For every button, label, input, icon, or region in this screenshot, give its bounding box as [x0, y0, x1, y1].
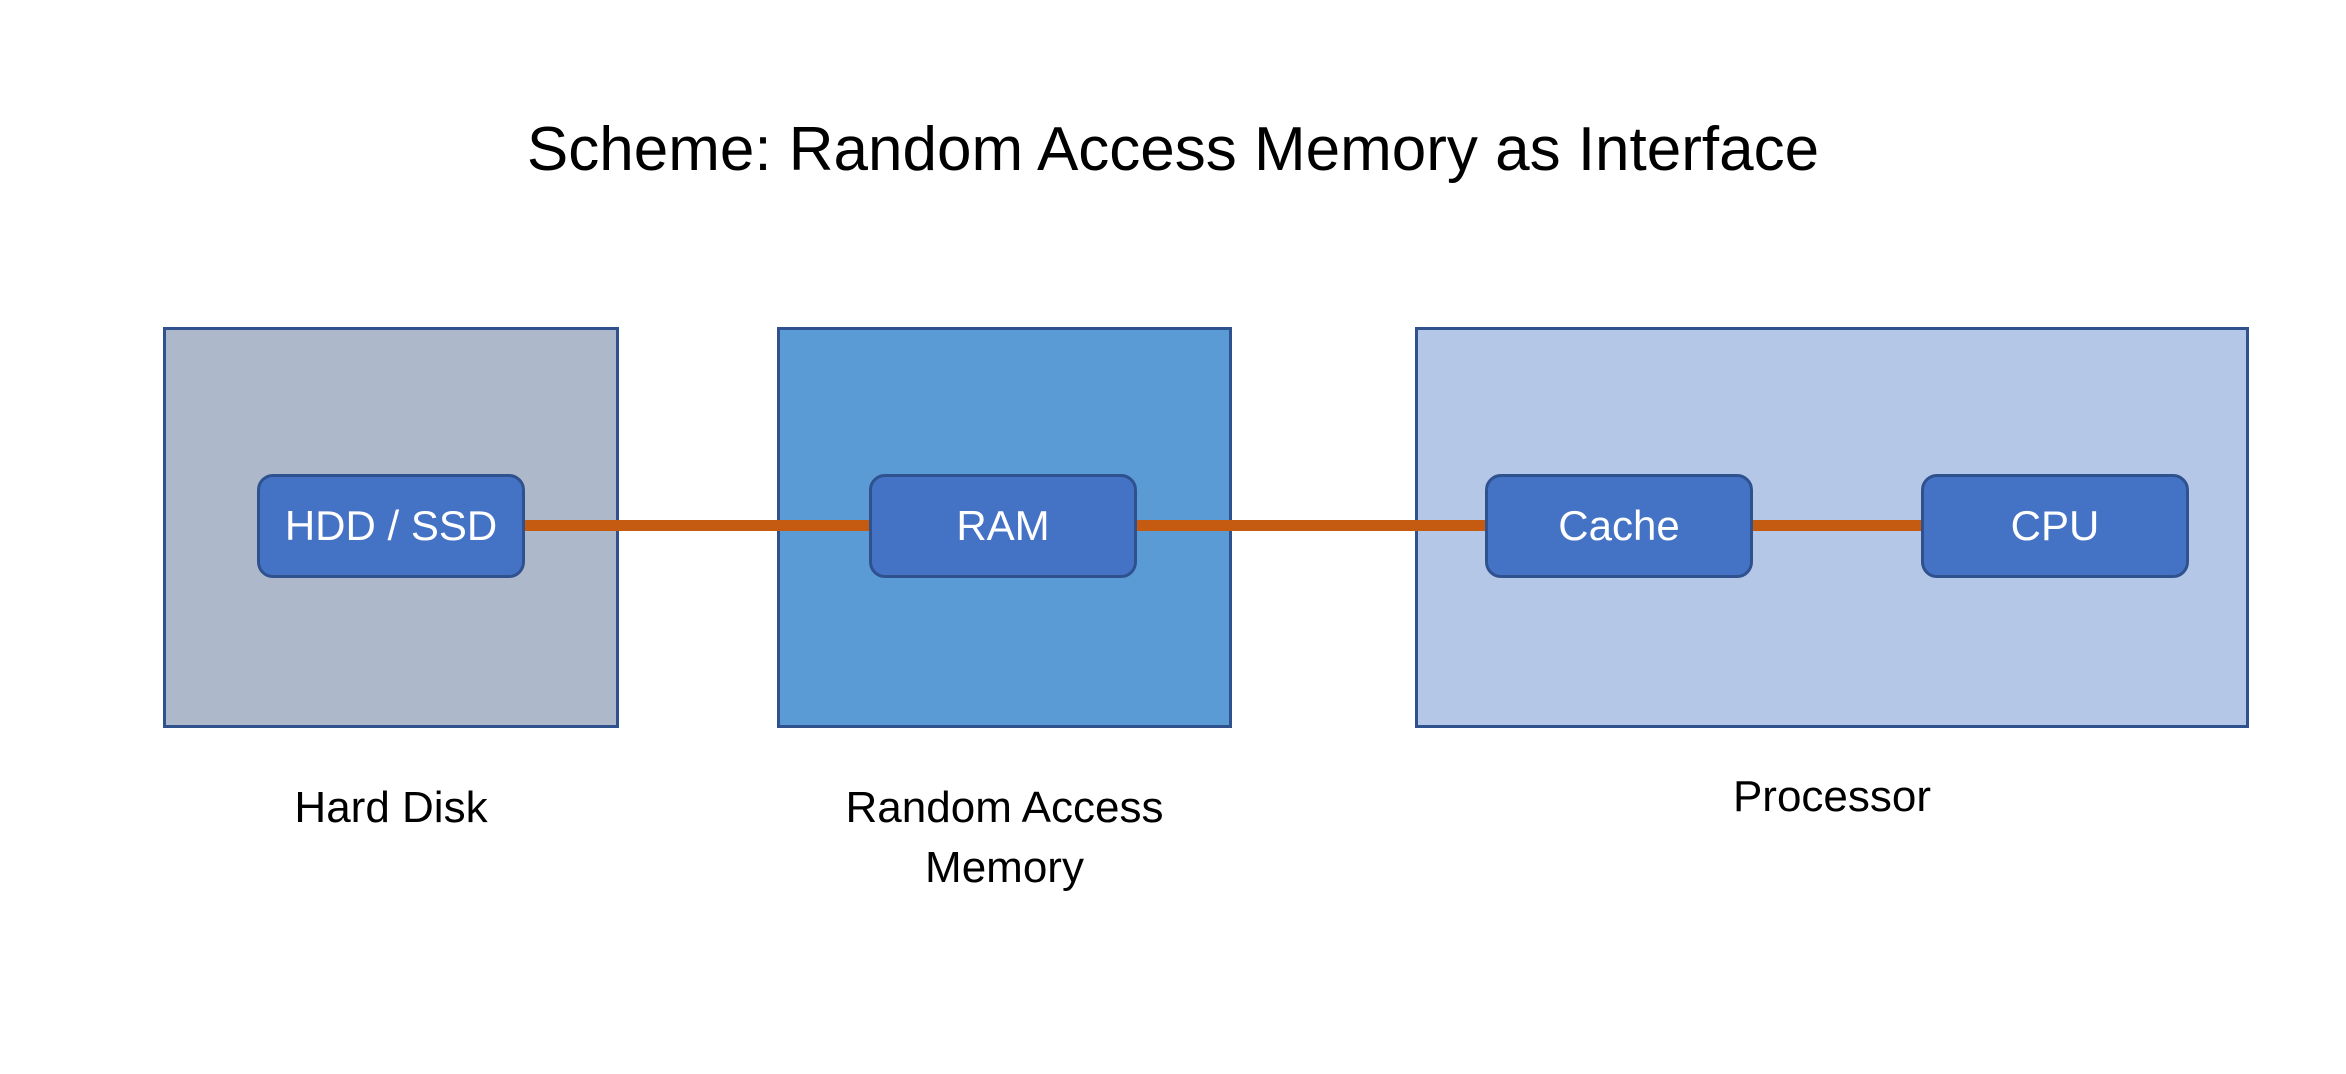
caption-random-access-memory: Random Access Memory [845, 783, 1164, 892]
node-ram: RAM [869, 474, 1137, 578]
connector-ram-cache [1135, 520, 1485, 531]
caption-processor: Processor [1732, 772, 1932, 821]
node-cpu: CPU [1921, 474, 2189, 578]
caption-hard-disk: Hard Disk [294, 783, 488, 832]
node-cache: Cache [1485, 474, 1753, 578]
connector-cache-cpu [1751, 520, 1924, 531]
node-hdd-ssd: HDD / SSD [257, 474, 525, 578]
connector-hdd-ram [524, 520, 872, 531]
diagram-title: Scheme: Random Access Memory as Interfac… [526, 115, 1820, 184]
